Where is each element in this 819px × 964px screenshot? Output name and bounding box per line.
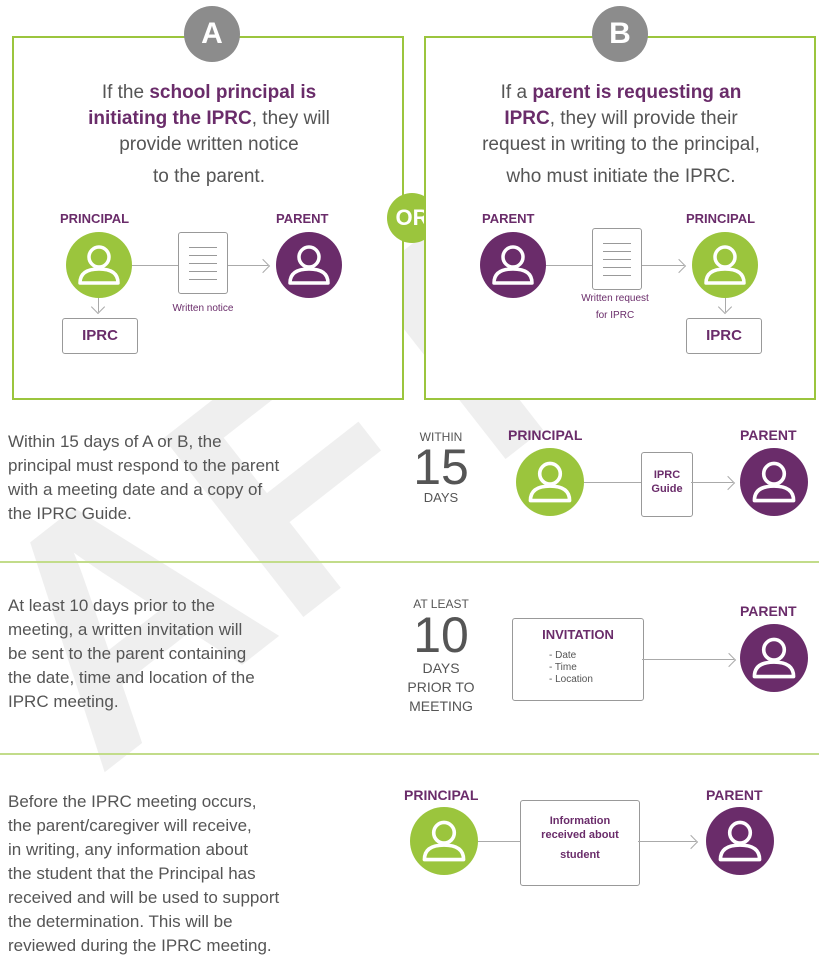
person-icon [706,807,774,875]
arrow-icon [720,475,736,491]
document-icon [592,228,642,290]
person-icon [692,232,758,298]
information-box: Information received about student [520,800,640,886]
role-principal: PRINCIPAL [60,211,130,226]
step-1-text: Within 15 days of A or B, the principal … [8,432,280,523]
role-principal: PRINCIPAL [508,427,583,443]
person-icon [480,232,546,298]
person-icon [516,448,584,516]
badge-a: A [184,6,240,62]
step-2-text: At least 10 days prior to the meeting, a… [8,596,255,711]
arrow-icon [721,652,737,668]
step-1-timeframe: WITHIN 15 DAYS [413,430,469,505]
iprc-guide-box: IPRC Guide [641,452,693,517]
arrow-icon [683,834,699,850]
person-icon [410,807,478,875]
role-parent: PARENT [706,787,763,803]
person-icon [740,624,808,692]
person-icon [276,232,342,298]
step-3-text: Before the IPRC meeting occurs, the pare… [8,792,280,955]
doc-caption: Written notice [172,303,234,314]
iprc-box: IPRC [62,318,138,354]
role-parent: PARENT [482,211,535,226]
badge-b: B [592,6,648,62]
divider [0,561,819,563]
document-icon [178,232,228,294]
role-principal: PRINCIPAL [686,211,756,226]
iprc-box: IPRC [686,318,762,354]
role-parent: PARENT [740,427,797,443]
person-icon [66,232,132,298]
role-parent: PARENT [276,211,329,226]
step-2-timeframe: AT LEAST 10 DAYS PRIOR TO MEETING [407,597,475,714]
divider [0,753,819,755]
role-parent: PARENT [740,603,797,619]
panel-b-text: If a parent is requesting an IPRC, they … [482,82,760,187]
person-icon [740,448,808,516]
invitation-box: INVITATION - Date - Time - Location [512,618,644,701]
doc-caption: Written request for IPRC [581,293,649,321]
role-principal: PRINCIPAL [404,787,479,803]
panel-a-text: If the school principal is initiating th… [88,82,330,187]
